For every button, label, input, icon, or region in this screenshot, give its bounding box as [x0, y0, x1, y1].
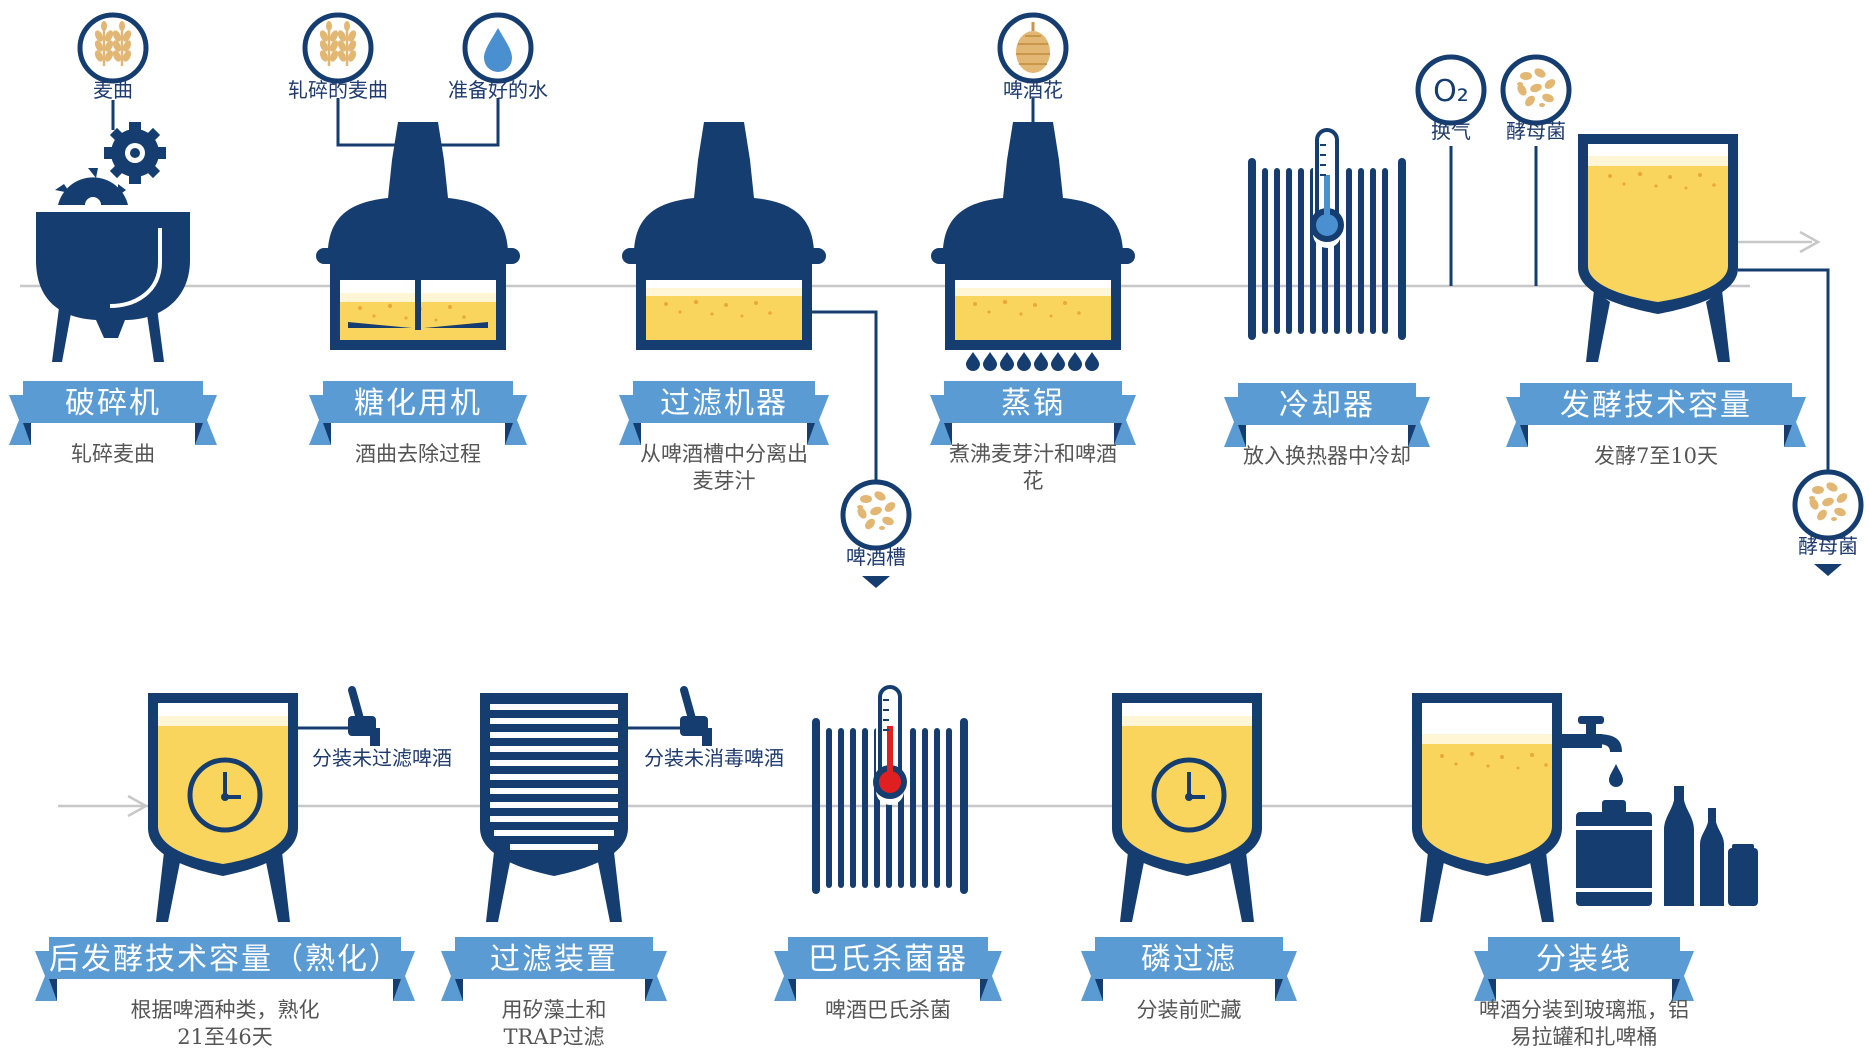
packaging-tank: [1412, 693, 1562, 922]
step-8-description: 用矽藻土和: [502, 998, 607, 1022]
step-11-description: 啤酒分装到玻璃瓶，铝: [1479, 998, 1689, 1022]
hops-label: 啤酒花: [1003, 78, 1063, 102]
unfiltered-label: 分装未过滤啤酒: [312, 746, 452, 770]
step-10-description: 分装前贮藏: [1137, 998, 1242, 1022]
step-3-title: 过滤机器: [660, 386, 788, 421]
mash-inputs: 轧碎的麦曲 准备好的水: [288, 12, 548, 165]
step-1-description: 轧碎麦曲: [71, 442, 155, 466]
step-3-description: 麦芽汁: [693, 469, 756, 493]
yeast-out-label: 酵母菌: [1798, 534, 1858, 558]
step-10-title: 磷过滤: [1141, 942, 1237, 977]
step-5-title: 冷却器: [1279, 388, 1375, 423]
step-7-ribbon: 后发酵技术容量（熟化） 根据啤酒种类，熟化 21至46天: [35, 937, 415, 1049]
malt-input: 麦曲: [77, 12, 149, 130]
step-2-description: 酒曲去除过程: [355, 442, 481, 466]
hops-icon: [1016, 22, 1050, 73]
brew-kettle: [931, 122, 1135, 371]
step-7-title: 后发酵技术容量（熟化）: [49, 942, 401, 977]
spent-grain-label: 啤酒槽: [846, 545, 906, 569]
burner-flames-icon: [966, 352, 1099, 371]
fermentation-tank: [1578, 134, 1830, 492]
tap-unfiltered-icon: 分装未过滤啤酒: [312, 686, 452, 770]
hops-input: 啤酒花: [997, 12, 1069, 130]
spent-grain-output: 啤酒槽: [840, 479, 912, 588]
step-7-description: 21至46天: [177, 1025, 272, 1049]
packaging-containers-icon: [1576, 786, 1758, 906]
yeast-label: 酵母菌: [1506, 119, 1566, 143]
bottom-flow-arrow-icon: [127, 794, 149, 818]
top-flow-arrow-icon: [1799, 230, 1821, 254]
step-8-title: 过滤装置: [490, 942, 618, 977]
unpasteurized-label: 分装未消毒啤酒: [644, 746, 784, 770]
faucet-icon: [1562, 716, 1623, 787]
step-11-description: 易拉罐和扎啤桶: [1511, 1025, 1658, 1049]
step-9-title: 巴氏杀菌器: [808, 942, 968, 977]
thermometer-cold-icon: [1310, 128, 1344, 242]
step-4-description: 煮沸麦芽汁和啤酒: [949, 442, 1117, 466]
crusher-machine: [36, 122, 190, 362]
mash-tun: [316, 122, 520, 350]
clock-icon: [1151, 757, 1227, 833]
aeration-inputs: O₂ 换气 酵母菌: [1415, 54, 1572, 286]
step-6-description: 发酵7至10天: [1594, 444, 1718, 468]
step-9-description: 啤酒巴氏杀菌: [825, 998, 951, 1022]
filtration-unit: [480, 693, 682, 922]
step-7-description: 根据啤酒种类，熟化: [131, 998, 320, 1022]
crushed-malt-label: 轧碎的麦曲: [288, 78, 388, 102]
pasteurizer: [812, 685, 968, 894]
step-4-title: 蒸锅: [1001, 386, 1065, 421]
step-1-title: 破碎机: [65, 386, 161, 421]
tap-unpasteurized-icon: 分装未消毒啤酒: [644, 686, 784, 770]
step-6-title: 发酵技术容量: [1560, 388, 1752, 423]
maturation-tank: [148, 693, 350, 922]
lauter-tun: [622, 122, 878, 500]
thermometer-hot-icon: [873, 685, 907, 799]
step-8-description: TRAP过滤: [503, 1025, 604, 1049]
clock-icon: [187, 757, 263, 833]
step-3-description: 从啤酒槽中分离出: [640, 442, 808, 466]
step-5-description: 放入换热器中冷却: [1243, 444, 1411, 468]
step-ribbons: 破碎机轧碎麦曲糖化用机酒曲去除过程过滤机器从啤酒槽中分离出麦芽汁蒸锅煮沸麦芽汁和…: [9, 381, 1806, 1049]
bright-beer-tank: [1112, 693, 1262, 922]
step-2-title: 糖化用机: [354, 386, 482, 421]
gear-icon: [55, 122, 166, 213]
step-4-description: 花: [1023, 469, 1044, 493]
cooler-machine: [1248, 128, 1406, 340]
step-11-title: 分装线: [1536, 942, 1632, 977]
water-drop-icon: [484, 28, 512, 72]
malt-label: 麦曲: [93, 78, 133, 102]
oxygen-icon: O₂: [1433, 74, 1469, 109]
water-label: 准备好的水: [448, 78, 548, 102]
yeast-output: 酵母菌: [1792, 469, 1864, 576]
oxygen-label: 换气: [1431, 119, 1471, 143]
